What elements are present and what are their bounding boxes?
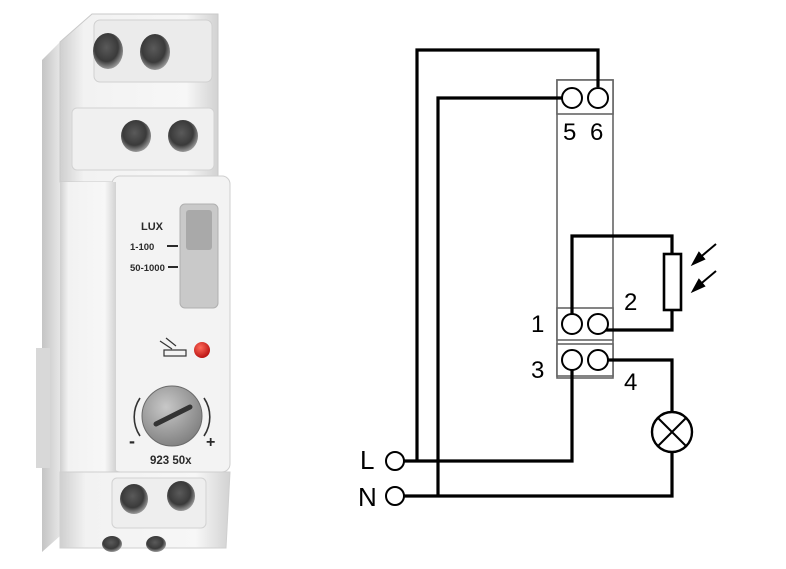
line-terminal-icon	[385, 451, 405, 471]
range-low-label: 1-100	[130, 242, 154, 253]
rotate-left-arrow-icon	[133, 397, 141, 437]
rotate-right-arrow-icon	[203, 397, 211, 437]
terminal-1-label: 1	[531, 311, 544, 338]
light-sensor-icon	[159, 337, 187, 357]
din-clip	[36, 348, 50, 468]
din-rail-device: LUX 1-100 50-1000 - + 923 50x	[36, 13, 231, 552]
device-side-panel	[42, 42, 60, 552]
line-label: L	[360, 445, 374, 475]
wire-l-to-6	[415, 48, 600, 461]
wire-n-to-5	[436, 96, 572, 496]
screw-terminal-icon	[167, 481, 195, 511]
neutral-label: N	[358, 482, 377, 512]
neutral-terminal-icon	[385, 486, 405, 506]
light-rays-icon	[690, 243, 717, 294]
wire-1-to-sensor	[570, 234, 674, 324]
terminal-2-icon	[587, 313, 609, 335]
range-high-label: 50-1000	[130, 263, 165, 274]
screw-terminal-icon	[93, 33, 123, 69]
terminal-5-label: 5	[563, 119, 576, 146]
knob-plus-label: +	[206, 434, 215, 451]
status-led-icon	[194, 342, 210, 358]
knob-minus-label: -	[129, 431, 135, 451]
lux-title: LUX	[141, 221, 164, 233]
front-left-face	[60, 182, 116, 472]
model-number: 923 50x	[150, 455, 192, 467]
terminal-6-label: 6	[590, 119, 603, 146]
terminal-3-icon	[561, 349, 583, 371]
screw-terminal-icon	[102, 536, 122, 552]
terminal-6-icon	[587, 87, 609, 109]
terminal-4-label: 4	[624, 369, 637, 396]
slider-knob[interactable]	[186, 210, 212, 250]
screw-terminal-icon	[121, 120, 151, 152]
knob-pointer	[153, 404, 193, 427]
terminal-2-label: 2	[624, 289, 637, 316]
screw-terminal-icon	[140, 34, 170, 70]
wire-4-to-lamp	[598, 358, 674, 412]
screw-terminal-icon	[120, 484, 148, 514]
screw-terminal-icon	[168, 120, 198, 152]
photo-sensor-icon	[662, 252, 683, 312]
screw-terminal-icon	[146, 536, 166, 552]
wire-l-to-3	[402, 360, 574, 463]
wiring-diagram: 5 6 1 2 3 4 L N	[358, 48, 717, 512]
terminal-3-label: 3	[531, 357, 544, 384]
lamp-icon	[650, 410, 694, 454]
terminal-1-icon	[561, 313, 583, 335]
wire-lamp-to-n	[402, 452, 674, 498]
terminal-4-icon	[587, 349, 609, 371]
terminal-5-icon	[561, 87, 583, 109]
